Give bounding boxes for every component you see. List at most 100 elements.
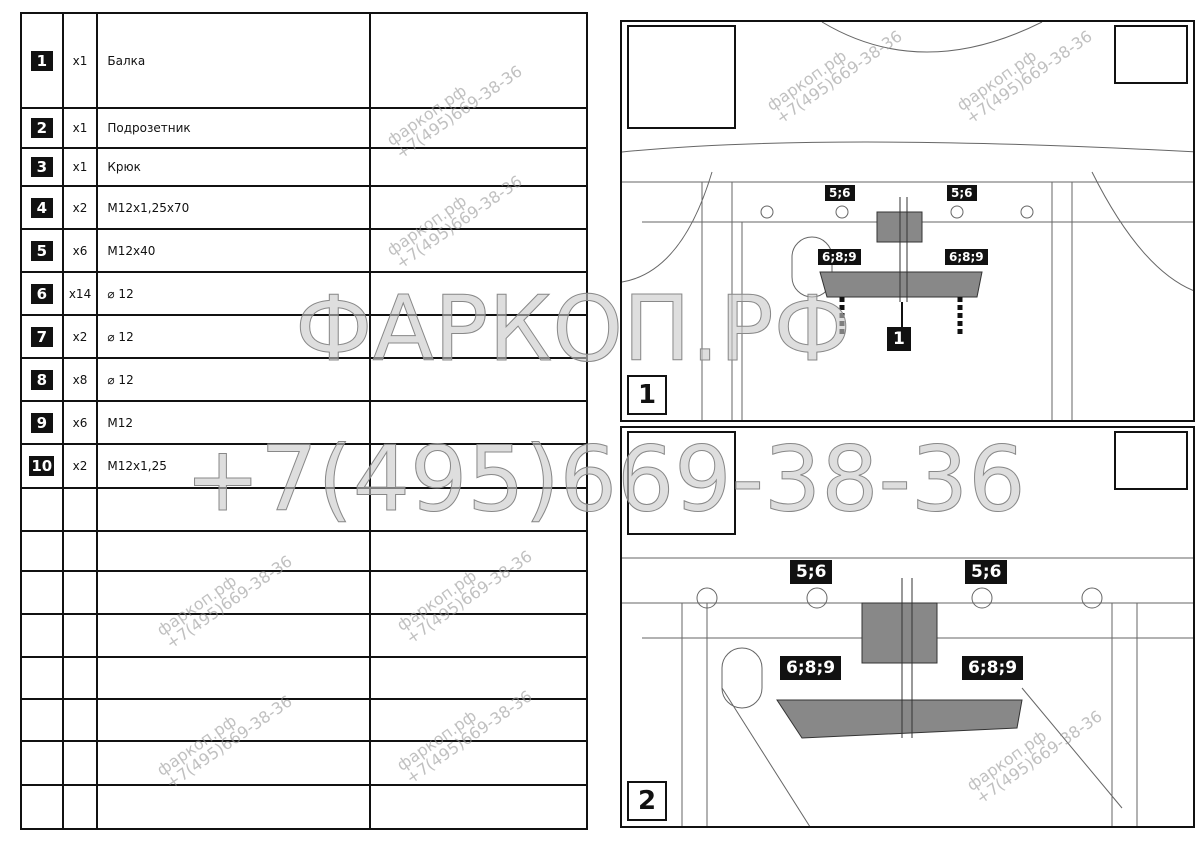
quantity-cell: x2 <box>61 185 99 230</box>
part-number-cell: 9 <box>20 400 64 445</box>
quantity-cell: x2 <box>61 314 99 359</box>
part-number-cell: 4 <box>20 185 64 230</box>
step-2-panel: 5;6 5;6 6;8;9 6;8;9 2 <box>620 426 1195 828</box>
part-number-cell: 3 <box>20 147 64 187</box>
part-number-cell <box>20 740 64 786</box>
part-number-cell <box>20 613 64 658</box>
description-cell: ⌀ 12 <box>96 314 372 359</box>
step-number: 2 <box>627 781 667 821</box>
label-mid-right: 6;8;9 <box>962 656 1024 680</box>
table-row <box>20 570 588 615</box>
part-image-cell <box>369 228 588 273</box>
table-row: 7 x2⌀ 12 <box>20 314 588 359</box>
label-top-left: 5;6 <box>825 185 855 201</box>
table-row <box>20 487 588 532</box>
part-number-cell <box>20 570 64 615</box>
description-cell <box>96 784 372 830</box>
part-image-cell <box>369 147 588 187</box>
part-number-cell: 10 <box>20 443 64 489</box>
quantity-cell: x1 <box>61 12 99 109</box>
part-number: 3 <box>30 157 53 177</box>
part-number-cell: 5 <box>20 228 64 273</box>
part-image-cell <box>369 570 588 615</box>
quantity-cell: x6 <box>61 228 99 273</box>
quantity-cell: x2 <box>61 443 99 489</box>
hand-tighten-icon <box>1114 25 1188 84</box>
part-image-cell <box>369 185 588 230</box>
quantity-cell <box>61 530 99 572</box>
vehicle-rear-view-inset <box>627 431 736 535</box>
quantity-cell: x6 <box>61 400 99 445</box>
description-cell <box>96 740 372 786</box>
part-number: 1 <box>30 50 53 71</box>
step-number: 1 <box>627 375 667 415</box>
description-cell: M12x1,25 <box>96 443 372 489</box>
part-number: 7 <box>30 326 53 347</box>
quantity-cell: x1 <box>61 147 99 187</box>
part-image-cell <box>369 314 588 359</box>
table-row <box>20 740 588 786</box>
description-cell <box>96 530 372 572</box>
vehicle-rear-view-inset <box>627 25 736 129</box>
part-image-cell <box>369 357 588 402</box>
description-cell <box>96 698 372 742</box>
part-number-cell: 8 <box>20 357 64 402</box>
part-number: 5 <box>30 240 53 261</box>
part-image-cell <box>369 400 588 445</box>
part-number-cell <box>20 698 64 742</box>
part-number-cell: 7 <box>20 314 64 359</box>
part-image-cell <box>369 698 588 742</box>
step-2-drawing <box>622 557 1193 826</box>
quantity-cell <box>61 698 99 742</box>
table-row <box>20 613 588 658</box>
part-number-cell <box>20 487 64 532</box>
quantity-cell: x8 <box>61 357 99 402</box>
label-mid-left: 6;8;9 <box>780 656 842 680</box>
quantity-cell: x1 <box>61 107 99 149</box>
label-mid-right: 6;8;9 <box>945 249 988 265</box>
part-number-cell: 1 <box>20 12 64 109</box>
part-number-cell <box>20 530 64 572</box>
part-number-cell <box>20 784 64 830</box>
step-1-drawing <box>622 22 1193 420</box>
part-image-cell <box>369 784 588 830</box>
part-image-cell <box>369 530 588 572</box>
quantity-cell <box>61 784 99 830</box>
description-cell <box>96 570 372 615</box>
description-cell: Балка <box>96 12 372 109</box>
part-image-cell <box>369 443 588 489</box>
part-number-cell <box>20 656 64 700</box>
description-cell: Крюк <box>96 147 372 187</box>
description-cell: ⌀ 12 <box>96 271 372 316</box>
description-cell: M12 <box>96 400 372 445</box>
description-cell: M12x1,25x70 <box>96 185 372 230</box>
part-image-cell <box>369 271 588 316</box>
part-image-cell <box>369 487 588 532</box>
part-number: 2 <box>30 118 53 138</box>
part-number: 4 <box>30 197 53 218</box>
description-cell: ⌀ 12 <box>96 357 372 402</box>
description-cell: Подрозетник <box>96 107 372 149</box>
hand-tighten-icon <box>1114 431 1188 490</box>
part-image-cell <box>369 12 588 109</box>
table-row: 8 x8⌀ 12 <box>20 357 588 402</box>
label-top-right: 5;6 <box>947 185 977 201</box>
description-cell <box>96 656 372 700</box>
part-image-cell <box>369 613 588 658</box>
part-number: 6 <box>30 283 53 304</box>
part-number: 8 <box>30 369 53 390</box>
part-number: 9 <box>30 412 53 433</box>
label-mid-left: 6;8;9 <box>818 249 861 265</box>
table-row <box>20 656 588 700</box>
table-row <box>20 530 588 572</box>
part-number-cell: 2 <box>20 107 64 149</box>
quantity-cell <box>61 740 99 786</box>
description-cell: M12x40 <box>96 228 372 273</box>
quantity-cell <box>61 613 99 658</box>
